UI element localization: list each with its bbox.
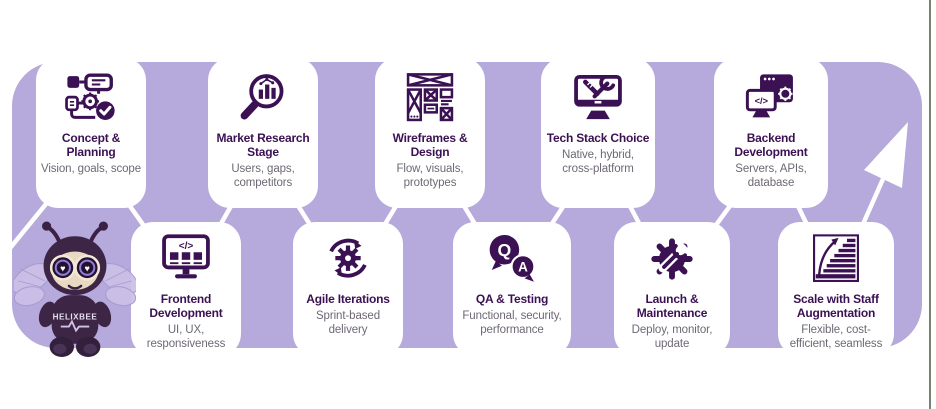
step-subtitle: Servers, APIs, database: [735, 163, 807, 190]
step-title: Agile Iterations: [306, 292, 390, 306]
qa-speech-bubbles-icon: Q A: [489, 234, 536, 282]
svg-text:♥: ♥: [60, 263, 65, 273]
step-card-market-research: Market Research Stage Users, gaps, compe…: [208, 58, 318, 208]
step-subtitle: Flow, visuals, prototypes: [396, 163, 464, 190]
growth-stairs-icon: [813, 234, 859, 282]
step-title: Scale with Staff Augmentation: [793, 292, 879, 321]
a-glyph: A: [518, 260, 528, 275]
step-card-backend-development: </> Backend Development Servers, APIs, d…: [714, 58, 828, 208]
step-title: Market Research Stage: [216, 131, 310, 160]
step-title: QA & Testing: [475, 292, 549, 306]
step-subtitle: Deploy, monitor, update: [631, 324, 713, 351]
step-subtitle: Functional, security, performance: [462, 310, 562, 337]
q-glyph: Q: [498, 240, 512, 260]
step-subtitle: Vision, goals, scope: [40, 163, 142, 176]
step-card-concept-planning: Concept & Planning Vision, goals, scope: [36, 58, 146, 208]
flowchart-check-icon: [65, 73, 115, 120]
step-card-scale-staff-augmentation: Scale with Staff Augmentation Flexible, …: [778, 222, 894, 356]
step-subtitle: Users, gaps, competitors: [231, 163, 295, 190]
gear-wrench-icon: [651, 238, 693, 280]
monitor-tools-icon: [574, 75, 622, 120]
step-card-wireframes-design: Wireframes & Design Flow, visuals, proto…: [375, 58, 485, 208]
step-title: Frontend Development: [149, 292, 223, 321]
step-card-qa-testing: Q A QA & Testing Functional, security, p…: [453, 222, 571, 356]
step-title: Launch & Maintenance: [636, 292, 708, 321]
step-title: Concept & Planning: [61, 131, 121, 160]
page-edge-line: [929, 0, 931, 409]
step-title: Tech Stack Choice: [546, 131, 650, 145]
mascot-shirt-label: HELIXBEE: [53, 312, 98, 321]
step-title: Backend Development: [734, 131, 808, 160]
bee-eyes: ♥ ♥: [49, 254, 101, 281]
wireframe-grid-icon: [406, 73, 454, 122]
step-card-tech-stack-choice: Tech Stack Choice Native, hybrid, cross-…: [541, 58, 655, 208]
code-glyph: </>: [179, 241, 194, 252]
code-monitor-icon: </>: [162, 234, 210, 279]
step-subtitle: UI, UX, responsiveness: [146, 324, 226, 351]
gear-refresh-icon: [329, 238, 367, 278]
browser-gear-code-icon: </>: [745, 74, 793, 118]
step-subtitle: Flexible, cost- efficient, seamless: [789, 324, 883, 351]
magnifier-chart-icon: [240, 74, 284, 120]
bee-wings: [14, 263, 136, 307]
helixbee-mascot: ♥ ♥ HELIXBEE: [14, 221, 136, 357]
step-title: Wireframes & Design: [392, 131, 468, 160]
svg-text:♥: ♥: [84, 263, 89, 273]
step-subtitle: Native, hybrid, cross-platform: [561, 149, 634, 176]
step-card-agile-iterations: Agile Iterations Sprint-based delivery: [293, 222, 403, 356]
code-glyph: </>: [755, 96, 769, 106]
step-card-launch-maintenance: Launch & Maintenance Deploy, monitor, up…: [614, 222, 730, 356]
step-subtitle: Sprint-based delivery: [315, 310, 380, 337]
step-card-frontend-development: </> Frontend Development UI, UX, respons…: [131, 222, 241, 356]
